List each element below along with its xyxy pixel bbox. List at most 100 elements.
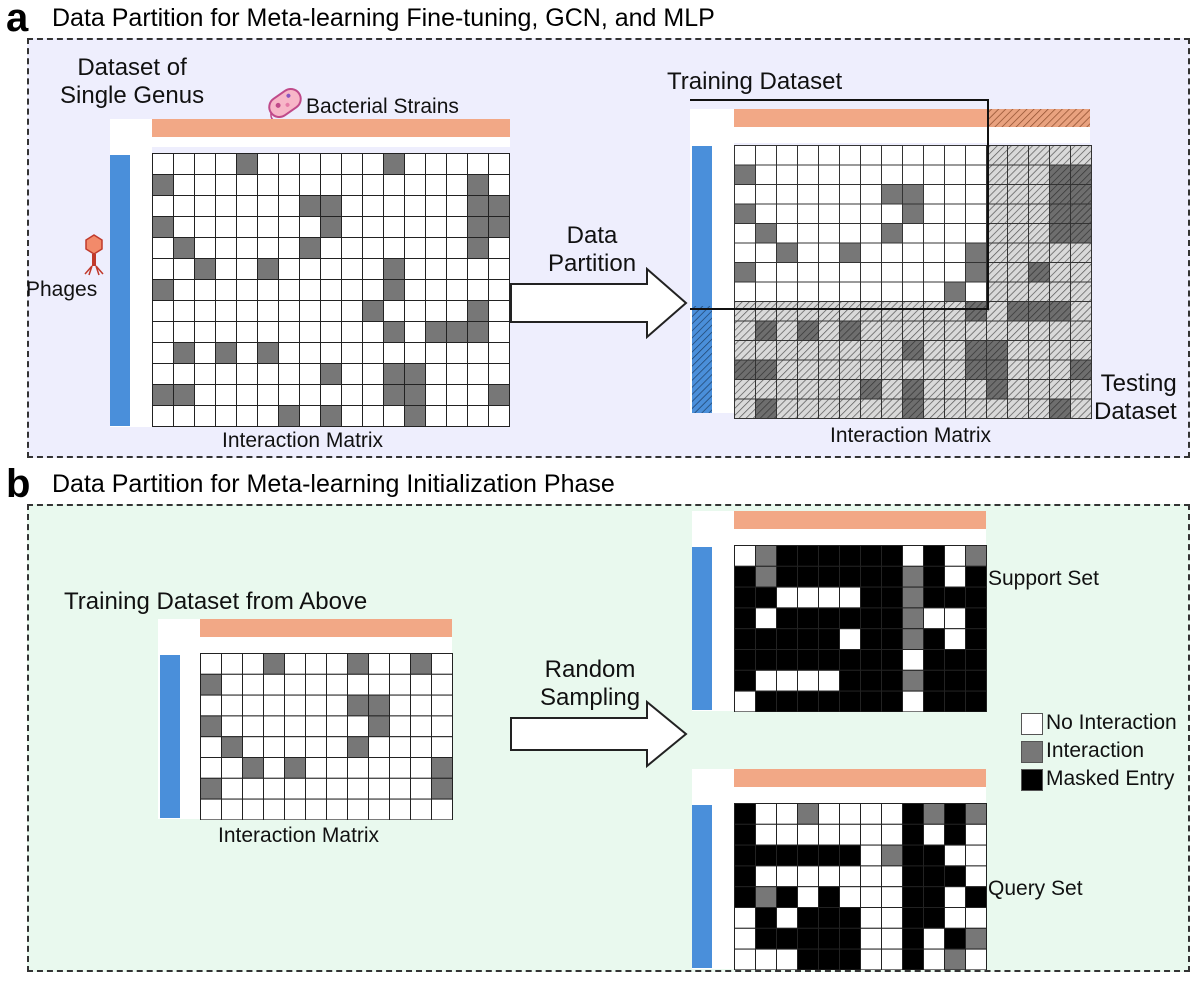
matrix-cell bbox=[152, 300, 174, 322]
matrix-cell bbox=[425, 195, 447, 217]
matrix-cell bbox=[320, 300, 342, 322]
panel-b-title: Data Partition for Meta-learning Initial… bbox=[52, 470, 615, 498]
query-cell bbox=[755, 803, 777, 825]
matrix-cell bbox=[404, 216, 426, 238]
query-cell bbox=[797, 886, 819, 908]
support-cell bbox=[965, 607, 987, 630]
testing-cell bbox=[1049, 398, 1071, 419]
testing-cell bbox=[1028, 379, 1050, 400]
matrix-cell bbox=[242, 757, 264, 779]
matrix-cell bbox=[326, 715, 348, 738]
matrix-cell bbox=[257, 405, 279, 427]
query-cell bbox=[965, 823, 987, 846]
matrix-cell bbox=[368, 736, 390, 758]
testing-cell bbox=[1007, 359, 1029, 380]
testing-cell bbox=[923, 301, 945, 322]
matrix-cell bbox=[368, 694, 390, 717]
query-cell bbox=[797, 803, 819, 825]
training-cell bbox=[797, 262, 819, 283]
matrix-cell bbox=[488, 405, 510, 427]
matrix-cell bbox=[326, 757, 348, 779]
support-cell bbox=[797, 607, 819, 630]
matrix-label-b: Interaction Matrix bbox=[218, 824, 380, 847]
matrix-cell bbox=[368, 653, 390, 675]
testing-cell bbox=[776, 398, 798, 419]
training-cell bbox=[965, 145, 987, 166]
matrix-cell bbox=[383, 363, 405, 385]
matrix-cell bbox=[404, 300, 426, 322]
query-cell bbox=[755, 886, 777, 908]
testing-cell bbox=[881, 379, 903, 400]
matrix-cell bbox=[362, 321, 384, 343]
matrix-cell bbox=[467, 279, 489, 301]
query-cell bbox=[902, 803, 924, 825]
support-cell bbox=[839, 690, 861, 712]
query-cell bbox=[839, 886, 861, 908]
matrix-cell bbox=[215, 321, 237, 343]
support-cell bbox=[797, 565, 819, 588]
support-cell bbox=[755, 649, 777, 671]
training-cell bbox=[734, 223, 756, 244]
testing-cell bbox=[986, 320, 1008, 341]
matrix-cell bbox=[362, 384, 384, 406]
query-cell bbox=[839, 927, 861, 950]
matrix-cell bbox=[347, 777, 369, 800]
matrix-cell bbox=[341, 153, 363, 175]
matrix-cell bbox=[263, 715, 285, 738]
matrix-cell bbox=[299, 216, 321, 238]
matrix-cell bbox=[263, 757, 285, 779]
matrix-cell bbox=[431, 715, 453, 738]
training-cell bbox=[860, 145, 882, 166]
query-cell bbox=[776, 844, 798, 867]
phage-label: Phages bbox=[26, 278, 98, 301]
dataset-label: Dataset of Single Genus bbox=[60, 54, 205, 109]
support-cell bbox=[965, 586, 987, 609]
matrix-cell bbox=[242, 673, 264, 696]
matrix-cell bbox=[362, 216, 384, 238]
query-bacteria-bar bbox=[734, 769, 986, 787]
testing-cell bbox=[734, 301, 756, 322]
matrix-cell bbox=[320, 405, 342, 427]
matrix-cell bbox=[446, 216, 468, 238]
query-cell bbox=[755, 844, 777, 867]
matrix-cell bbox=[383, 342, 405, 364]
training-cell bbox=[965, 242, 987, 263]
support-cell bbox=[965, 649, 987, 671]
matrix-cell bbox=[383, 258, 405, 280]
query-cell bbox=[839, 823, 861, 846]
matrix-cell bbox=[488, 300, 510, 322]
training-outline bbox=[690, 99, 989, 310]
training-cell bbox=[923, 242, 945, 263]
testing-cell bbox=[1049, 359, 1071, 380]
testing-cell bbox=[881, 359, 903, 380]
matrix-cell bbox=[152, 174, 174, 196]
support-cell bbox=[776, 669, 798, 692]
query-cell bbox=[923, 803, 945, 825]
matrix-cell bbox=[320, 174, 342, 196]
training-cell bbox=[944, 242, 966, 263]
matrix-cell bbox=[194, 363, 216, 385]
matrix-cell bbox=[173, 279, 195, 301]
testing-cell bbox=[860, 379, 882, 400]
query-cell bbox=[734, 844, 756, 867]
arrow-right-icon bbox=[510, 267, 688, 339]
matrix-cell bbox=[404, 237, 426, 259]
support-cell bbox=[860, 669, 882, 692]
training-cell bbox=[797, 203, 819, 224]
support-cell bbox=[944, 607, 966, 630]
matrix-cell bbox=[410, 694, 432, 717]
training-cell bbox=[755, 223, 777, 244]
training-cell bbox=[818, 145, 840, 166]
matrix-cell bbox=[446, 363, 468, 385]
query-cell bbox=[734, 948, 756, 970]
matrix-cell bbox=[362, 300, 384, 322]
query-cell bbox=[734, 823, 756, 846]
matrix-cell bbox=[431, 777, 453, 800]
testing-cell bbox=[776, 301, 798, 322]
training-cell bbox=[965, 262, 987, 283]
support-cell bbox=[818, 586, 840, 609]
training-cell bbox=[734, 164, 756, 185]
matrix-cell bbox=[236, 384, 258, 406]
testing-cell bbox=[797, 340, 819, 361]
query-cell bbox=[923, 948, 945, 970]
